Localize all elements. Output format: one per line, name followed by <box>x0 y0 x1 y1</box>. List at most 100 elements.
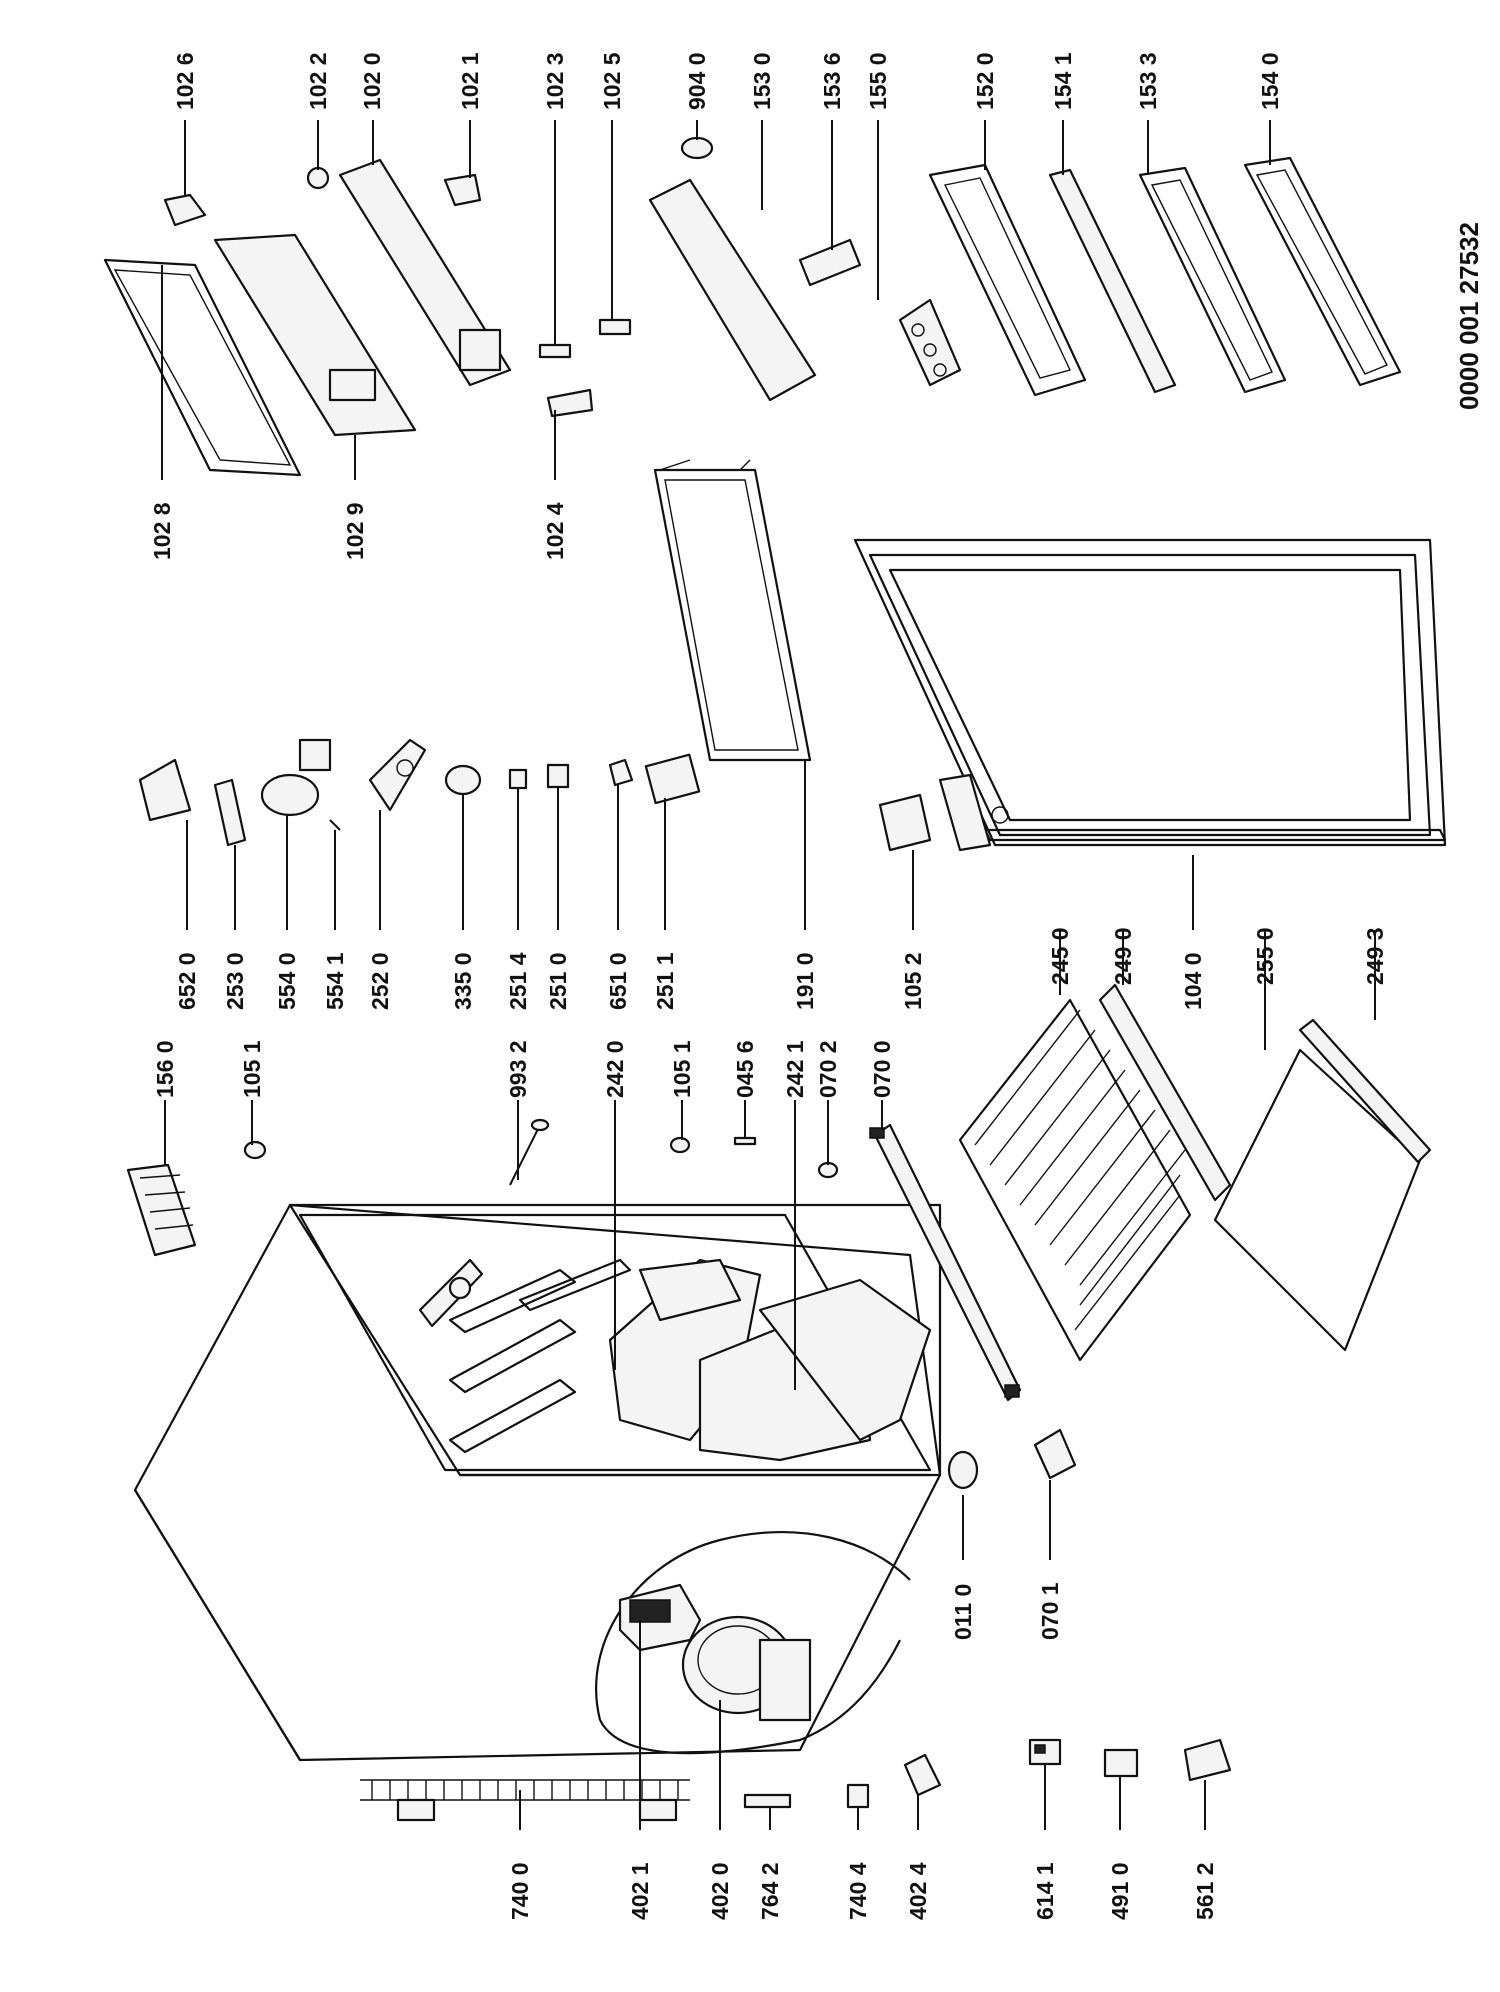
label-2490: 249 0 <box>1110 927 1136 985</box>
label-1051b: 105 1 <box>669 1040 695 1098</box>
cover-0701 <box>1033 1428 1077 1480</box>
label-1029: 102 9 <box>342 502 368 560</box>
label-3350: 335 0 <box>450 952 476 1010</box>
label-1022: 102 2 <box>305 52 331 110</box>
label-1541: 154 1 <box>1050 52 1076 110</box>
cover-2520 <box>368 738 427 812</box>
label-2520: 252 0 <box>367 952 393 1010</box>
flap-pin-1022 <box>306 166 330 190</box>
label-9040: 904 0 <box>684 52 710 110</box>
shelf-front-strip <box>1298 1018 1432 1164</box>
label-1560: 156 0 <box>152 1040 178 1098</box>
label-7642: 764 2 <box>757 1862 783 1920</box>
door-shelf-1533 <box>1138 166 1287 394</box>
label-1540: 154 0 <box>1257 52 1283 110</box>
label-2550: 255 0 <box>1252 927 1278 985</box>
freezer-flap <box>338 158 512 387</box>
flap-catch-1021 <box>443 173 482 207</box>
part-2514 <box>508 768 528 790</box>
label-2450: 245 0 <box>1047 927 1073 985</box>
cap-7404 <box>846 1783 870 1809</box>
label-0702: 070 2 <box>815 1040 841 1098</box>
leader-lines <box>161 120 1376 1830</box>
label-1520: 152 0 <box>972 52 998 110</box>
label-6141: 614 1 <box>1032 1862 1058 1920</box>
label-6520: 652 0 <box>174 952 200 1010</box>
label-7404: 740 4 <box>845 1862 871 1920</box>
label-9932: 993 2 <box>505 1040 531 1098</box>
dial-9040 <box>680 136 714 160</box>
label-1028: 102 8 <box>149 502 175 560</box>
door-rail <box>869 1123 1022 1402</box>
label-4910: 491 0 <box>1107 1862 1133 1920</box>
part-2510 <box>546 763 570 789</box>
part-2530 <box>213 778 247 847</box>
door-bin-1530 <box>648 178 817 402</box>
label-7400: 740 0 <box>507 1862 533 1920</box>
foot-0110 <box>947 1450 979 1490</box>
plug-7642 <box>743 1793 792 1809</box>
small-part-1536 <box>798 238 862 287</box>
door <box>853 538 1447 847</box>
flap-hinge-1026 <box>163 193 207 227</box>
small-part-1025 <box>598 318 632 336</box>
part-3350 <box>444 764 482 796</box>
label-1052: 105 2 <box>900 952 926 1010</box>
label-0110: 011 0 <box>950 1584 976 1640</box>
label-6510: 651 0 <box>605 952 631 1010</box>
label-4024: 402 4 <box>905 1862 931 1920</box>
glass-shelf <box>1213 1048 1422 1352</box>
wire-shelf <box>958 998 1192 1362</box>
label-5612: 561 2 <box>1192 1862 1218 1920</box>
label-1023: 102 3 <box>542 52 568 110</box>
label-4021: 402 1 <box>627 1862 653 1920</box>
evaporator-boxes <box>608 1258 932 1462</box>
clip-4024 <box>903 1753 942 1797</box>
label-1024: 102 4 <box>542 502 568 560</box>
condenser-grille <box>360 1779 690 1822</box>
lamp-box-2511 <box>644 753 701 805</box>
label-1051a: 105 1 <box>239 1040 265 1098</box>
label-2493: 249 3 <box>1362 927 1388 985</box>
shelf-edging <box>1098 983 1232 1202</box>
label-2530: 253 0 <box>222 952 248 1010</box>
label-2511: 251 1 <box>652 952 678 1010</box>
door-shelf-1540 <box>1243 156 1402 387</box>
small-part-1024 <box>546 388 594 418</box>
ice-tray-1560 <box>126 1163 197 1257</box>
label-1025: 102 5 <box>599 52 625 110</box>
label-2420: 242 0 <box>602 1040 628 1098</box>
knob-5540 <box>260 738 332 817</box>
label-1533: 153 3 <box>1135 52 1161 110</box>
sensor-9932 <box>509 1118 550 1186</box>
hinge-part <box>878 773 992 852</box>
shelf-rail-1541 <box>1048 168 1177 394</box>
screw-0702 <box>817 1161 839 1179</box>
label-2421: 242 1 <box>782 1040 808 1098</box>
document-reference-number: 0000 001 27532 <box>1454 222 1484 410</box>
fridge-cabinet <box>133 1203 942 1822</box>
label-1040: 104 0 <box>1180 952 1206 1010</box>
part-1051b <box>669 1136 691 1154</box>
compressor <box>681 1615 812 1722</box>
wall-thermostat <box>418 1258 484 1328</box>
small-part-1023 <box>538 343 572 359</box>
label-1026: 102 6 <box>172 52 198 110</box>
evaporator-door-panel <box>213 233 417 437</box>
label-0456: 045 6 <box>732 1040 758 1098</box>
part-6510 <box>608 758 634 787</box>
label-1020: 102 0 <box>359 52 385 110</box>
label-4020: 402 0 <box>707 1862 733 1920</box>
label-1536: 153 6 <box>819 52 845 110</box>
label-5540: 554 0 <box>274 952 300 1010</box>
part-5541 <box>329 819 341 831</box>
label-5541: 554 1 <box>322 952 348 1010</box>
door-gasket <box>653 459 812 762</box>
part-5612 <box>1183 1738 1232 1782</box>
part-1051a <box>243 1140 267 1160</box>
pin-0456 <box>733 1136 757 1146</box>
egg-tray-1550 <box>898 298 962 387</box>
door-seal-frame <box>103 258 302 477</box>
label-1021: 102 1 <box>457 52 483 110</box>
door-shelf-1520 <box>928 163 1087 397</box>
